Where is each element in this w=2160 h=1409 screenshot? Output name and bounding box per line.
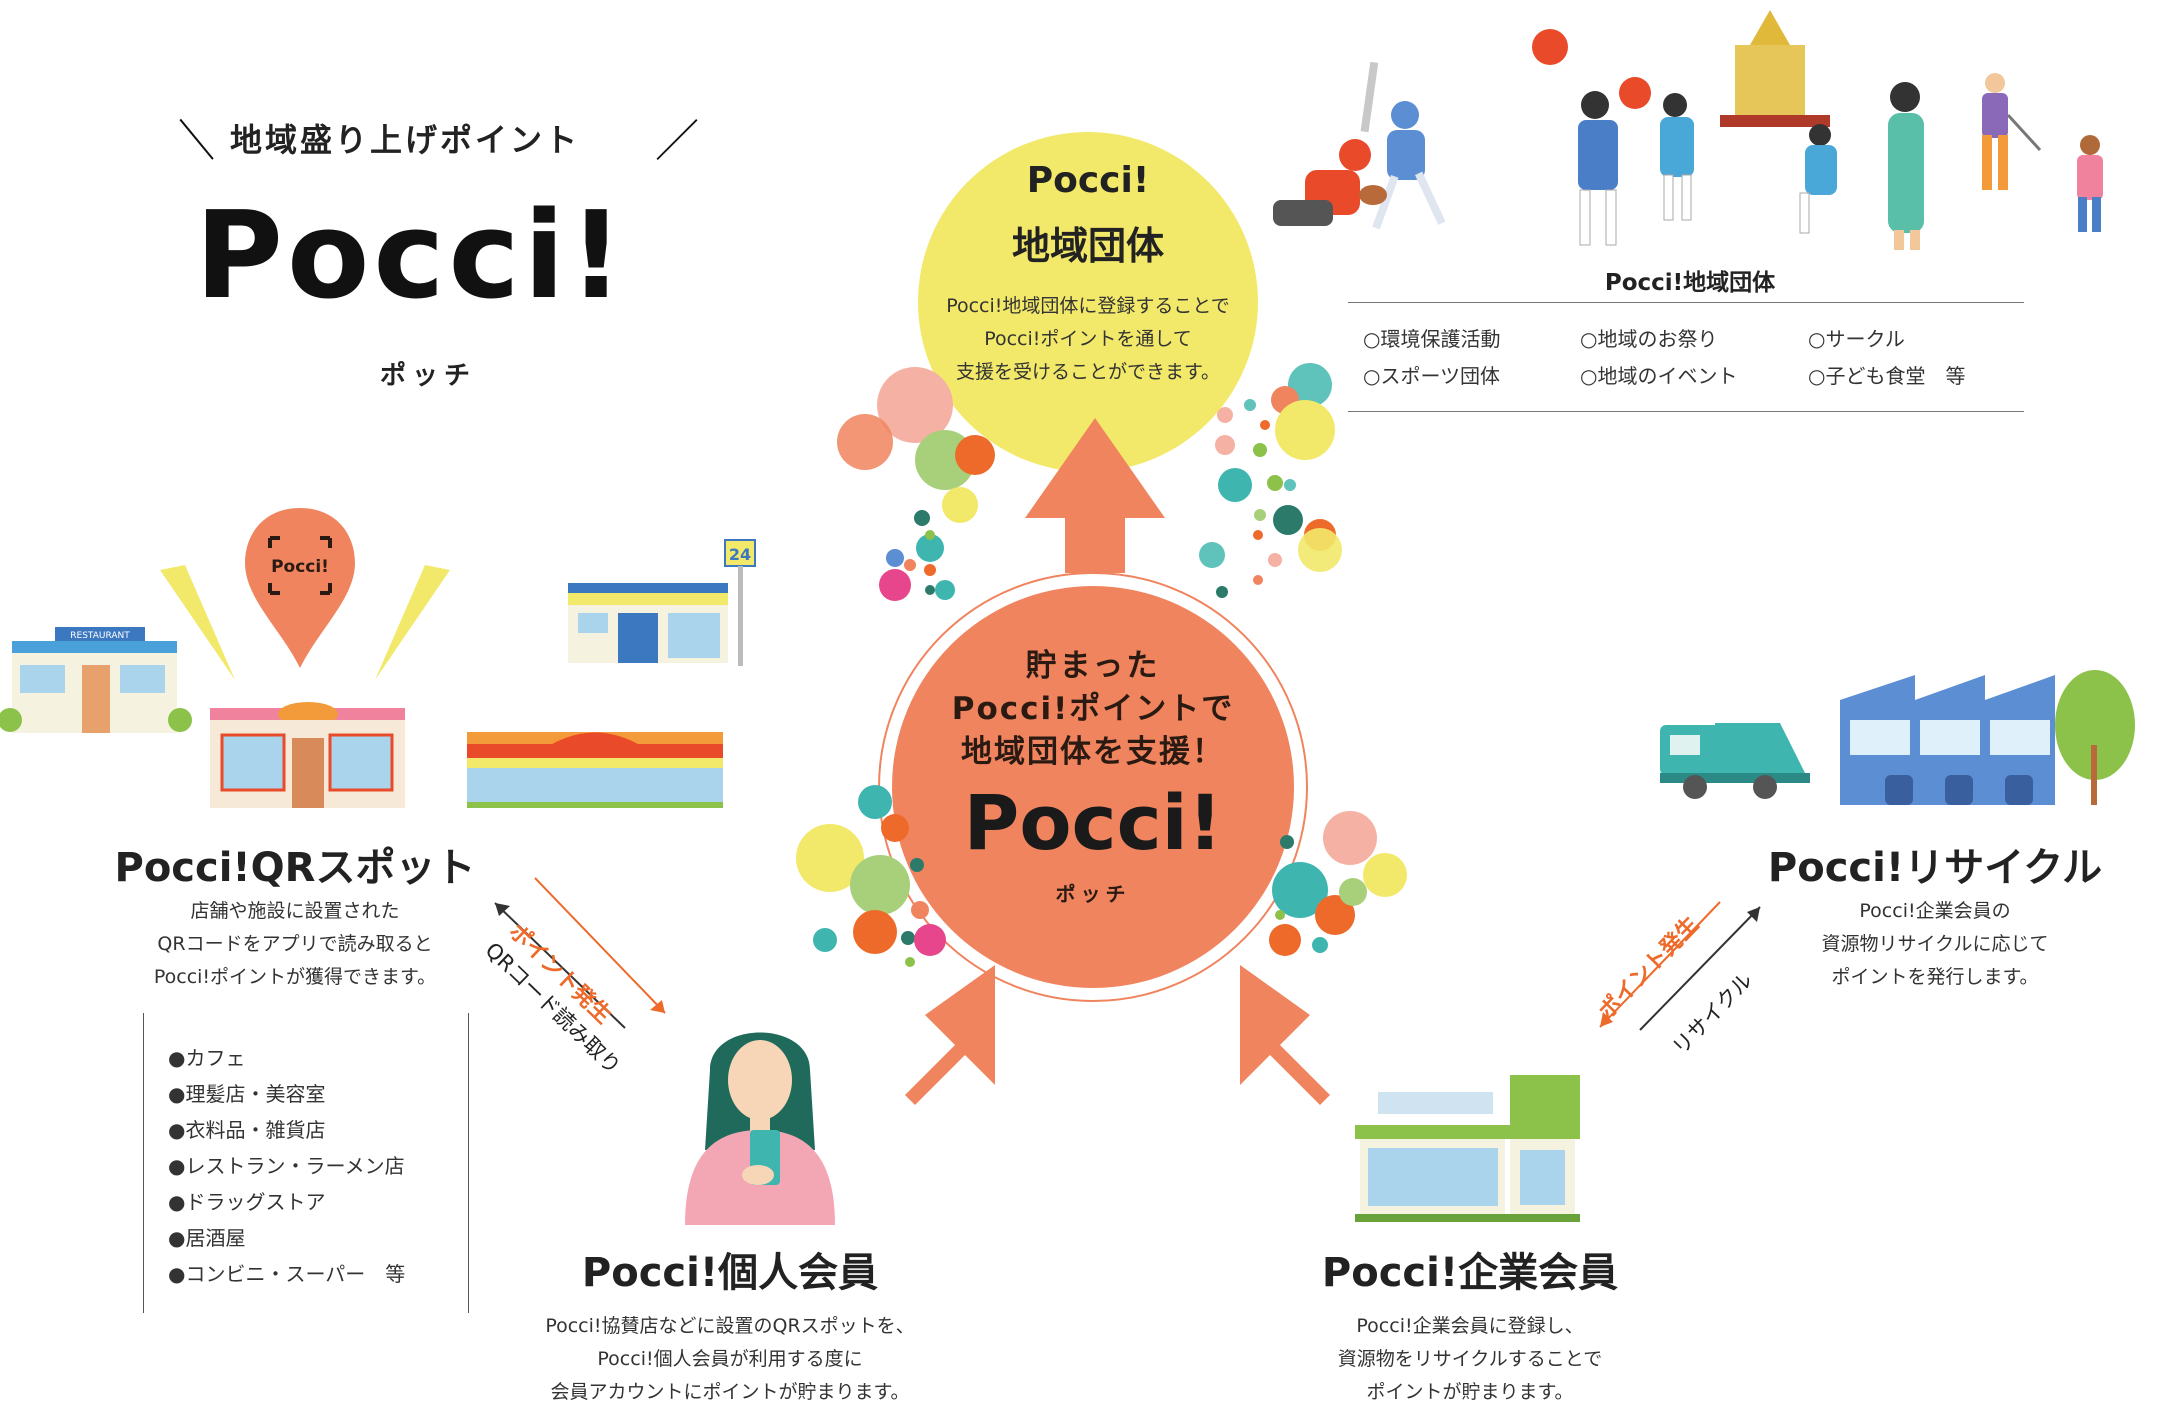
festival-dancers-illustration <box>1532 10 1837 246</box>
arrow-up-icon <box>1025 418 1165 573</box>
bubbles-bottom-right <box>1269 811 1407 956</box>
qr-pin-icon: Pocci! <box>245 508 355 668</box>
community-title-1: Pocci! <box>1026 160 1150 201</box>
group-item-6: ○子ども食堂 等 <box>1808 364 1966 388</box>
center-circle <box>892 586 1294 988</box>
brand-reading: ポッチ <box>380 361 477 391</box>
community-desc-2: Pocci!ポイントを通して <box>984 328 1192 350</box>
arrow-upright-icon <box>905 965 995 1105</box>
corporate-desc-1: Pocci!企業会員に登録し、 <box>1356 1315 1584 1337</box>
corporate-desc-2: 資源物をリサイクルすることで <box>1337 1348 1603 1370</box>
group-item-4: ○スポーツ団体 <box>1363 364 1501 388</box>
group-item-1: ○環境保護活動 <box>1363 327 1501 351</box>
community-title-2: 地域団体 <box>1011 224 1164 268</box>
qr-list-item-7: ●コンビニ・スーパー 等 <box>168 1262 406 1286</box>
corporate-title: Pocci!企業会員 <box>1321 1250 1619 1296</box>
recycle-desc-3: ポイントを発行します。 <box>1831 966 2039 988</box>
community-desc-3: 支援を受けることができます。 <box>955 361 1221 383</box>
recycle-desc-2: 資源物リサイクルに応じて <box>1821 933 2049 955</box>
tagline: 地域盛り上げポイント <box>230 121 581 159</box>
qr-list-item-4: ●レストラン・ラーメン店 <box>168 1154 405 1178</box>
center-line-1: 貯まった <box>1025 648 1161 684</box>
qr-list-right-line <box>468 1013 469 1313</box>
restaurant-building-illustration: RESTAURANT <box>0 627 192 733</box>
qr-list-item-5: ●ドラッグストア <box>168 1190 326 1214</box>
individual-title: Pocci!個人会員 <box>581 1250 879 1296</box>
groups-title: Pocci!地域団体 <box>1604 270 1776 296</box>
qr-spot-title: Pocci!QRスポット <box>114 845 476 891</box>
recycle-title: Pocci!リサイクル <box>1767 845 2103 891</box>
group-item-3: ○サークル <box>1808 327 1905 351</box>
individual-woman-with-phone-illustration <box>685 1032 835 1225</box>
tagline-slash-left: ＼ <box>169 116 223 167</box>
store-number: 24 <box>729 545 751 564</box>
brand-logo: Pocci! <box>195 187 628 326</box>
center-line-3: 地域団体を支援！ <box>961 734 1225 770</box>
center-line-2: Pocci!ポイントで <box>951 691 1235 727</box>
groups-divider-top <box>1348 302 2024 303</box>
individual-desc-1: Pocci!協賛店などに設置のQRスポットを、 <box>545 1315 915 1337</box>
group-item-5: ○地域のイベント <box>1580 364 1738 388</box>
recycle-desc-1: Pocci!企業会員の <box>1859 900 2011 922</box>
restaurant-sign: RESTAURANT <box>70 631 130 641</box>
individual-desc-2: Pocci!個人会員が利用する度に <box>597 1348 863 1370</box>
supermarket-building-illustration <box>467 732 723 808</box>
brand-block: ＼ 地域盛り上げポイント ／ Pocci! ポッチ <box>150 95 710 395</box>
bubbles-bottom-left <box>796 785 946 967</box>
qr-list-item-2: ●理髪店・美容室 <box>168 1082 326 1106</box>
shop-building-illustration <box>210 702 405 808</box>
left-exchange-arrows-icon <box>494 877 666 1029</box>
individual-desc-3: 会員アカウントにポイントが貯まります。 <box>550 1381 910 1403</box>
arrow-upleft-icon <box>1240 965 1330 1105</box>
cleanup-family-illustration <box>1888 73 2103 250</box>
bubbles-top-right <box>1199 363 1342 598</box>
groups-divider-bottom <box>1348 411 2024 412</box>
group-item-2: ○地域のお祭り <box>1580 327 1718 351</box>
baseball-players-illustration <box>1273 61 1446 230</box>
convenience-store-illustration: 24 <box>568 539 756 666</box>
center-reading: ポッチ <box>1055 882 1131 906</box>
qr-list-item-6: ●居酒屋 <box>168 1226 246 1250</box>
qr-rays-icon <box>160 565 450 680</box>
qr-list-left-line <box>143 1013 144 1313</box>
corporate-desc-3: ポイントが貯まります。 <box>1366 1381 1574 1403</box>
center-logo: Pocci! <box>963 778 1223 867</box>
qr-spot-desc-2: QRコードをアプリで読み取ると <box>157 933 433 955</box>
corporate-building-illustration <box>1355 1075 1580 1222</box>
recycle-truck-factory-illustration <box>1660 670 2135 805</box>
community-group-circle <box>918 132 1258 472</box>
community-desc-1: Pocci!地域団体に登録することで <box>946 295 1230 317</box>
right-exchange-arrows-icon <box>1599 901 1761 1031</box>
qr-spot-desc-1: 店舗や施設に設置された <box>190 900 400 922</box>
bubbles-top-left <box>837 367 995 601</box>
qr-spot-desc-3: Pocci!ポイントが獲得できます。 <box>153 966 437 988</box>
qr-list-item-3: ●衣料品・雑貨店 <box>168 1118 326 1142</box>
qr-list-item-1: ●カフェ <box>168 1046 246 1070</box>
tagline-slash-right: ／ <box>655 116 699 167</box>
qr-pin-label: Pocci! <box>271 557 329 577</box>
